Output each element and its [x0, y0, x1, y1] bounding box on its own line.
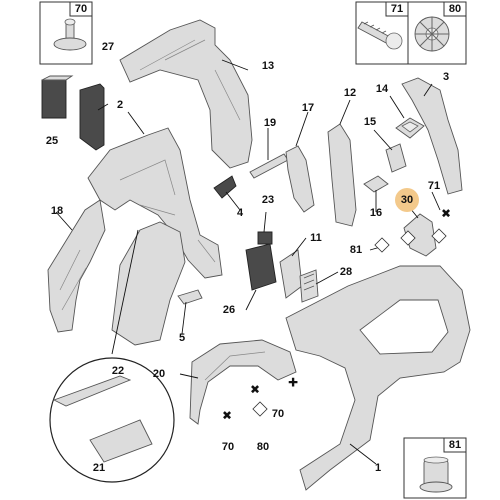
part-27-pad — [79, 83, 105, 151]
callout-27: 27 — [102, 41, 114, 53]
part-4-bracket — [213, 175, 237, 199]
callout-11: 11 — [310, 232, 322, 244]
fastener-x-icon: ✖ — [441, 207, 451, 221]
inset-box-71: 71 — [355, 1, 409, 65]
callout-71: 71 — [428, 180, 440, 192]
part-2-inner-panel — [87, 127, 223, 279]
inset-box-80: 80 — [407, 1, 467, 65]
part-12-upright — [327, 123, 357, 227]
wheel-clip-icon — [414, 16, 450, 52]
part-28-grille — [299, 269, 319, 303]
part-5-bracket — [177, 289, 203, 305]
callout-16: 16 — [370, 207, 382, 219]
part-14-clip — [395, 117, 425, 139]
part-15-block — [385, 143, 407, 173]
callout-21: 21 — [93, 462, 105, 474]
inset-box-81: 81 — [403, 437, 467, 499]
clip-diamond-icon — [374, 237, 390, 253]
callout-13: 13 — [262, 60, 274, 72]
inset-box-81-label: 81 — [449, 439, 461, 451]
inset-box-80-label: 80 — [449, 3, 461, 15]
inset-box-70-label: 70 — [75, 3, 87, 15]
part-16-cap — [363, 175, 389, 193]
callout-labels: 27 25 13 2 3 14 12 17 15 19 4 23 16 30 7… — [46, 41, 449, 474]
callout-26: 26 — [223, 304, 235, 316]
callout-25: 25 — [46, 135, 58, 147]
part-3-rail — [401, 77, 463, 195]
part-23-tab — [257, 231, 273, 245]
part-17-upright — [285, 145, 315, 213]
callout-70-right: 70 — [272, 408, 284, 420]
callout-15: 15 — [364, 116, 376, 128]
push-clip-icon — [53, 18, 87, 51]
part-1-body-side — [285, 265, 471, 491]
callout-80: 80 — [257, 441, 269, 453]
part-30-trim — [403, 213, 437, 257]
detail-inset — [49, 229, 175, 483]
inset-box-70: 70 — [39, 1, 93, 65]
part-20-wheel-liner — [189, 339, 297, 425]
clip-diamond-icon — [252, 401, 268, 417]
callout-30: 30 — [401, 194, 413, 206]
callout-3: 3 — [443, 71, 449, 83]
callout-19: 19 — [264, 117, 276, 129]
clip-diamond-icon — [400, 230, 416, 246]
part-25-pad — [41, 75, 74, 119]
callout-70-left: 70 — [222, 441, 234, 453]
part-18-wheel-arch — [47, 199, 106, 333]
callout-81: 81 — [350, 244, 362, 256]
fastener-markers: ✖ ✚ ✖ ✖ — [222, 207, 451, 423]
callout-20: 20 — [153, 368, 165, 380]
fastener-plus-icon: ✚ — [288, 376, 298, 390]
callout-17: 17 — [302, 102, 314, 114]
callout-18: 18 — [51, 205, 63, 217]
part-11-bracket — [279, 249, 303, 299]
callout-30-highlight — [395, 188, 419, 212]
callout-22: 22 — [112, 365, 124, 377]
callout-2: 2 — [117, 99, 123, 111]
fastener-x-icon: ✖ — [222, 409, 232, 423]
part-2-wheel-arch-liner — [111, 221, 186, 346]
callout-23: 23 — [262, 194, 274, 206]
callout-14: 14 — [376, 83, 389, 95]
cap-clip-icon — [419, 456, 453, 493]
callout-12: 12 — [344, 87, 356, 99]
callout-5: 5 — [179, 332, 185, 344]
part-26-block — [245, 243, 277, 291]
callout-1: 1 — [375, 462, 381, 474]
screw-icon — [357, 21, 403, 50]
fastener-x-icon: ✖ — [250, 383, 260, 397]
leader-lines — [55, 59, 441, 465]
inset-box-71-label: 71 — [391, 3, 403, 15]
callout-28: 28 — [340, 266, 352, 278]
callout-4: 4 — [237, 207, 244, 219]
clip-diamond-icon — [431, 228, 447, 244]
part-19-strip — [249, 153, 289, 179]
part-13-pillar — [119, 19, 253, 169]
